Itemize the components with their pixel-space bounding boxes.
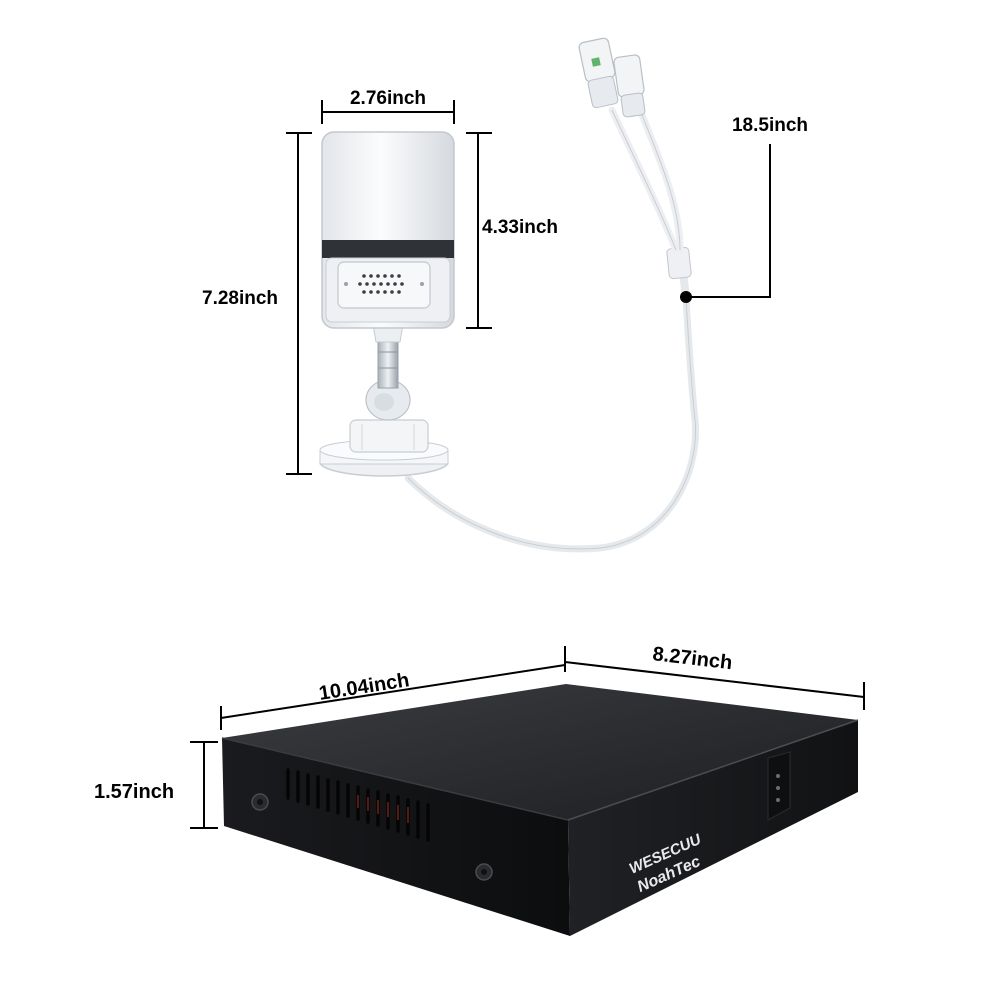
nvr-screw [475, 863, 493, 881]
speaker-holes [358, 274, 404, 294]
nvr-recorder: WESECUU NoahTec [221, 684, 859, 936]
camera-width-dimension [321, 100, 455, 124]
nvr-width-dimension [220, 646, 566, 730]
camera-total-height-dimension [286, 132, 312, 475]
cable-splitter [608, 106, 692, 302]
camera-total-height-label: 7.28inch [202, 288, 278, 309]
cable-length-label: 18.5inch [732, 115, 808, 136]
nvr-depth-dimension [564, 661, 865, 710]
nvr-height-dimension [190, 741, 218, 829]
nvr-top-face [222, 684, 858, 820]
nvr-height-label: 1.57inch [94, 781, 174, 803]
nvr-depth-label: 8.27inch [651, 643, 733, 674]
bullet-camera [319, 131, 700, 553]
camera-cable [404, 294, 700, 553]
nvr-screw [251, 793, 269, 811]
camera-width-label: 2.76inch [350, 88, 426, 109]
cable-length-callout [680, 144, 771, 303]
camera-body-height-dimension [466, 132, 492, 329]
nvr-vent-glow [357, 795, 409, 823]
power-connector [613, 54, 646, 118]
speaker-grille [337, 261, 431, 309]
mount-metal-arm [377, 337, 399, 389]
camera-body-height-label: 4.33inch [482, 217, 558, 238]
rj45-connector [578, 37, 619, 109]
nvr-width-label: 10.04inch [317, 669, 410, 705]
